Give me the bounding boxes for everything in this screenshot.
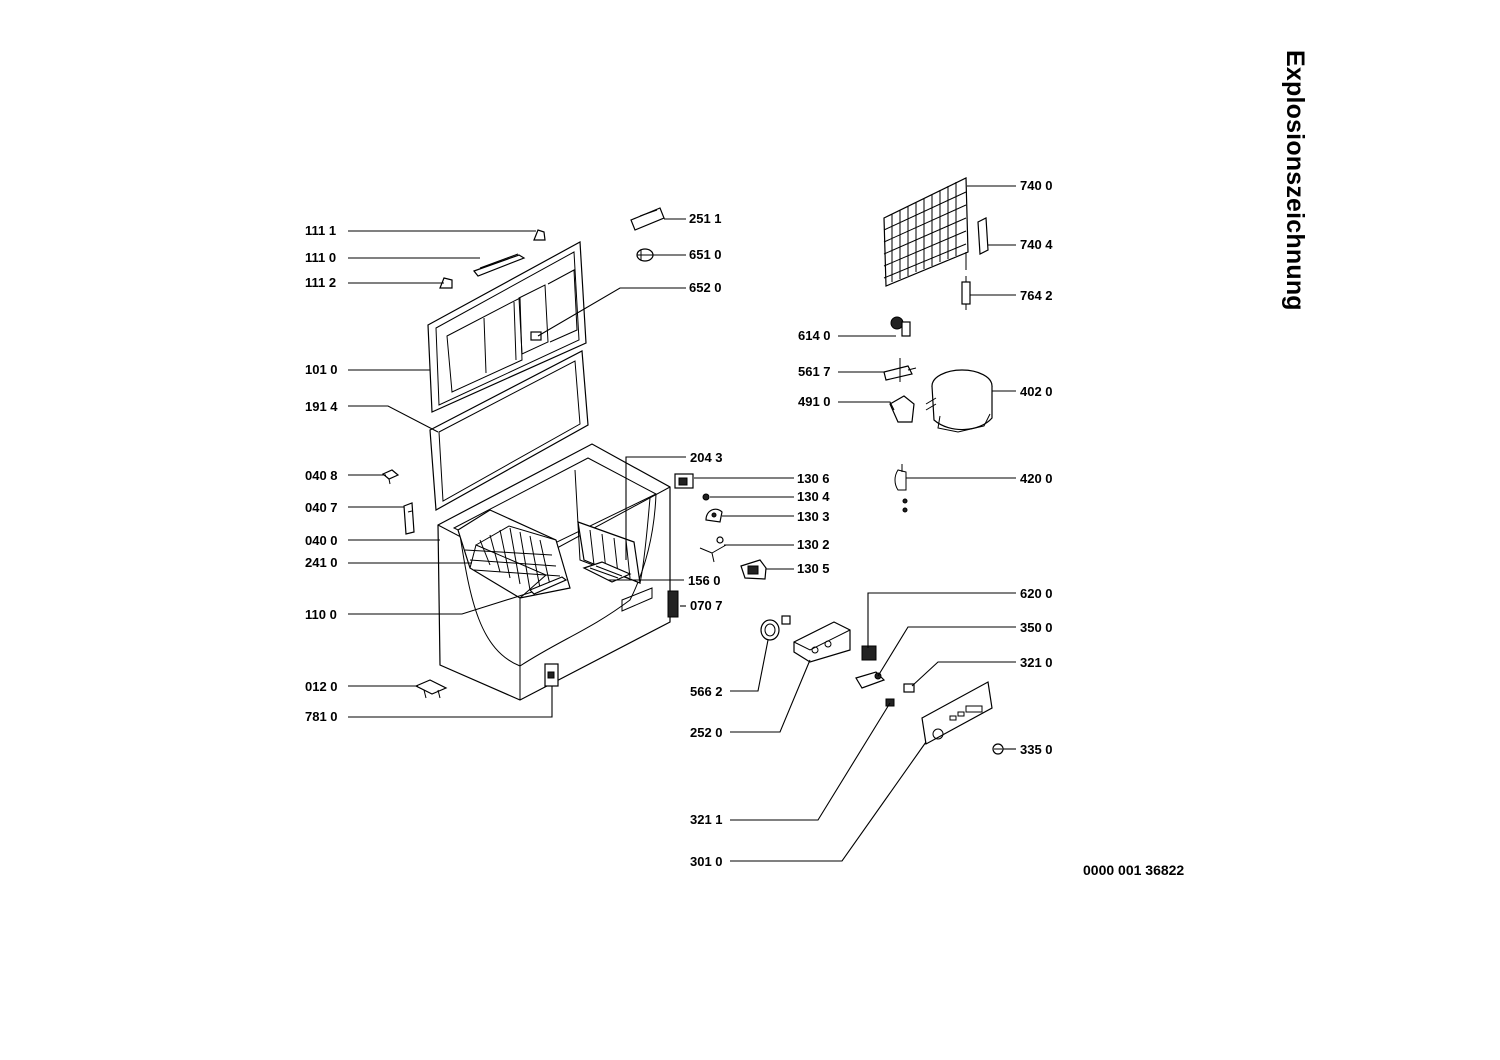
- part-label-252-0: 252 0: [690, 725, 723, 740]
- connector-shape: [861, 645, 877, 661]
- capacitor-shape: [894, 469, 907, 491]
- part-labels: 111 1 111 0 111 2 101 0 191 4 040 8 040 …: [305, 178, 1053, 869]
- part-label-402-0: 402 0: [1020, 384, 1053, 399]
- part-label-111-1: 111 1: [305, 223, 336, 238]
- basket-support-shape: [528, 576, 568, 595]
- lens-green-shape: [903, 683, 915, 693]
- compressor-shape: [925, 369, 993, 433]
- divider-wall-shape: [577, 521, 641, 584]
- document-number: 0000 001 36822: [1083, 862, 1185, 878]
- part-label-764-2: 764 2: [1020, 288, 1053, 303]
- part-label-070-7: 070 7: [690, 598, 723, 613]
- valve-shape: [890, 316, 911, 337]
- part-label-566-2: 566 2: [690, 684, 723, 699]
- condenser-bracket-shape: [977, 217, 989, 255]
- vent-grille-shape: [667, 590, 679, 618]
- part-label-130-4: 130 4: [797, 489, 830, 504]
- part-label-652-0: 652 0: [689, 280, 722, 295]
- part-label-251-1: 251 1: [689, 211, 722, 226]
- light-cover-shape: [630, 207, 665, 231]
- part-label-241-0: 241 0: [305, 555, 338, 570]
- part-label-111-0: 111 0: [305, 250, 336, 265]
- hinge-cap-left-shape: [439, 277, 453, 289]
- part-label-561-7: 561 7: [798, 364, 831, 379]
- part-label-204-3: 204 3: [690, 450, 723, 465]
- control-box-shape: [793, 621, 851, 663]
- relay-shape: [883, 365, 913, 381]
- part-label-156-0: 156 0: [688, 573, 721, 588]
- part-label-781-0: 781 0: [305, 709, 338, 724]
- part-label-321-1: 321 1: [690, 812, 723, 827]
- lid-clip-shape: [381, 469, 400, 480]
- part-label-651-0: 651 0: [689, 247, 722, 262]
- part-label-420-0: 420 0: [1020, 471, 1053, 486]
- foot-bracket-shape: [414, 679, 448, 695]
- part-label-491-0: 491 0: [798, 394, 831, 409]
- part-label-040-7: 040 7: [305, 500, 338, 515]
- condenser-shape: [883, 177, 969, 287]
- part-label-301-0: 301 0: [690, 854, 723, 869]
- part-label-012-0: 012 0: [305, 679, 338, 694]
- part-label-130-2: 130 2: [797, 537, 830, 552]
- part-label-110-0: 110 0: [305, 607, 337, 622]
- hinge-cover-shape: [403, 502, 415, 535]
- drain-grille-shape: [582, 561, 632, 583]
- part-label-740-0: 740 0: [1020, 178, 1053, 193]
- part-label-130-6: 130 6: [797, 471, 830, 486]
- part-label-350-0: 350 0: [1020, 620, 1053, 635]
- control-panel-shape: [921, 681, 993, 745]
- drawing-title: Explosionszeichnung: [1281, 50, 1309, 311]
- lid-handle-shape: [473, 254, 526, 277]
- part-shapes: [381, 177, 1004, 755]
- lens-red-shape: [885, 698, 895, 707]
- filter-drier-shape: [961, 281, 971, 305]
- leader-lines: [348, 185, 1016, 862]
- lid-outer-shape: [427, 241, 587, 413]
- part-label-130-5: 130 5: [797, 561, 830, 576]
- part-label-130-3: 130 3: [797, 509, 830, 524]
- wire-basket-shape: [457, 509, 571, 599]
- part-label-040-8: 040 8: [305, 468, 338, 483]
- compressor-cover-shape: [889, 395, 915, 423]
- lid-gasket-shape: [429, 350, 589, 511]
- part-label-740-4: 740 4: [1020, 237, 1053, 252]
- part-label-101-0: 101 0: [305, 362, 338, 377]
- thermostat-probe-shape: [699, 544, 727, 563]
- part-label-620-0: 620 0: [1020, 586, 1053, 601]
- part-label-191-4: 191 4: [305, 399, 338, 414]
- screw-shape: [702, 493, 710, 501]
- part-label-614-0: 614 0: [798, 328, 831, 343]
- part-label-040-0: 040 0: [305, 533, 338, 548]
- part-label-111-2: 111 2: [305, 275, 336, 290]
- part-label-321-0: 321 0: [1020, 655, 1053, 670]
- hinge-cap-right-shape: [533, 229, 546, 241]
- coil-shape: [760, 619, 780, 641]
- part-label-335-0: 335 0: [1020, 742, 1053, 757]
